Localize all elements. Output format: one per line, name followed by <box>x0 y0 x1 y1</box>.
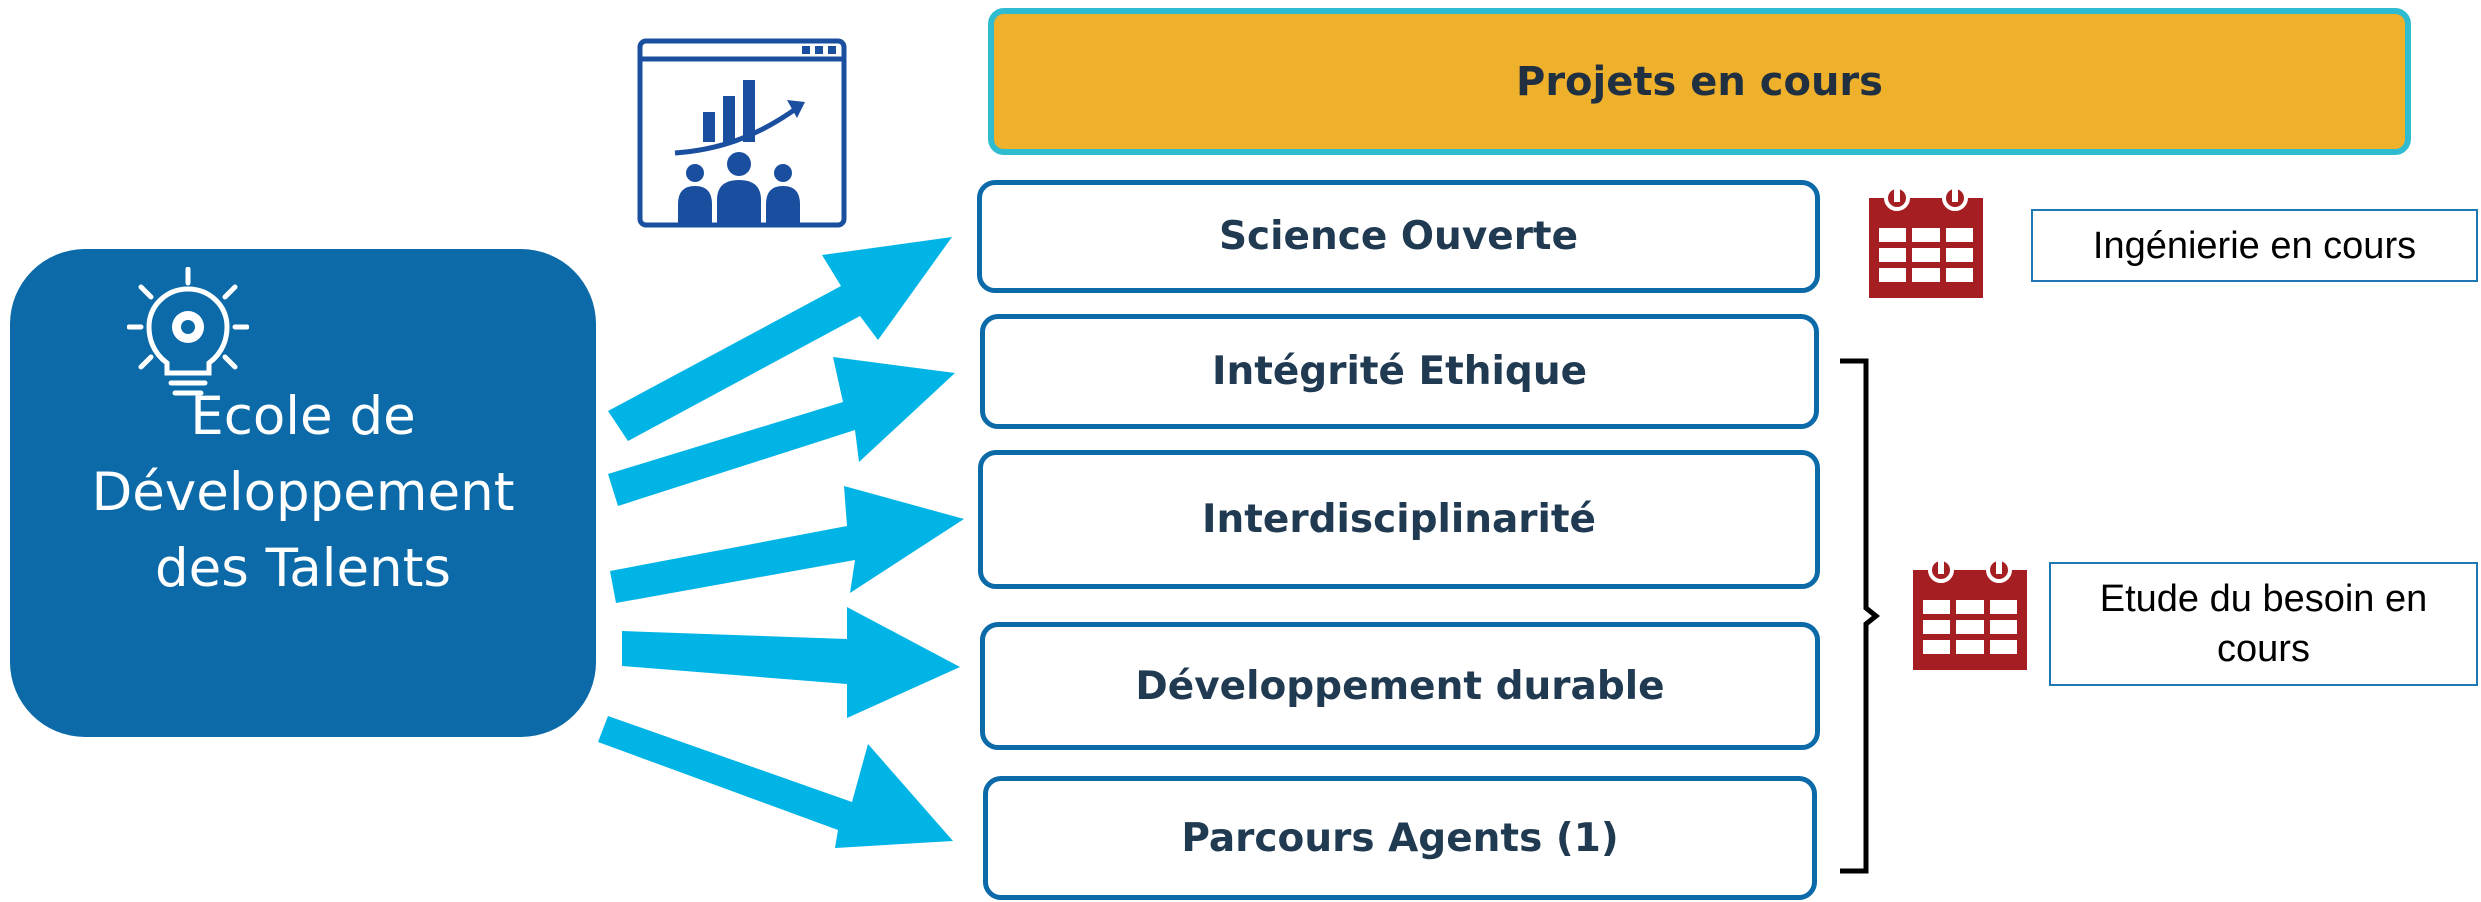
source-box: Ecole de Développement des Talents <box>10 249 596 737</box>
project-interdisciplinarite: Interdisciplinarité <box>978 450 1820 589</box>
status-ingenierie: Ingénierie en cours <box>2031 209 2478 282</box>
project-parcours-agents: Parcours Agents (1) <box>983 776 1817 900</box>
calendar-icon <box>1869 185 1983 298</box>
bracket <box>1840 358 1881 874</box>
project-science-ouverte: Science Ouverte <box>977 180 1820 293</box>
lightbulb-gear-icon <box>127 267 249 396</box>
project-developpement-durable: Développement durable <box>980 622 1820 750</box>
arrow-to-integrite-ethique <box>608 357 955 506</box>
presentation-chart-icon <box>637 38 847 228</box>
arrow-to-science-ouverte <box>608 237 952 441</box>
calendar-icon <box>1913 557 2027 670</box>
projects-header: Projets en cours <box>988 8 2411 155</box>
source-label: Ecole de Développement des Talents <box>91 386 515 599</box>
arrow-to-parcours-agents <box>598 716 953 848</box>
project-integrite-ethique: Intégrité Ethique <box>980 314 1819 429</box>
arrow-to-interdisciplinarite <box>610 486 964 603</box>
arrow-to-developpement-durable <box>622 607 960 718</box>
status-etude-besoin: Etude du besoin en cours <box>2049 562 2478 686</box>
